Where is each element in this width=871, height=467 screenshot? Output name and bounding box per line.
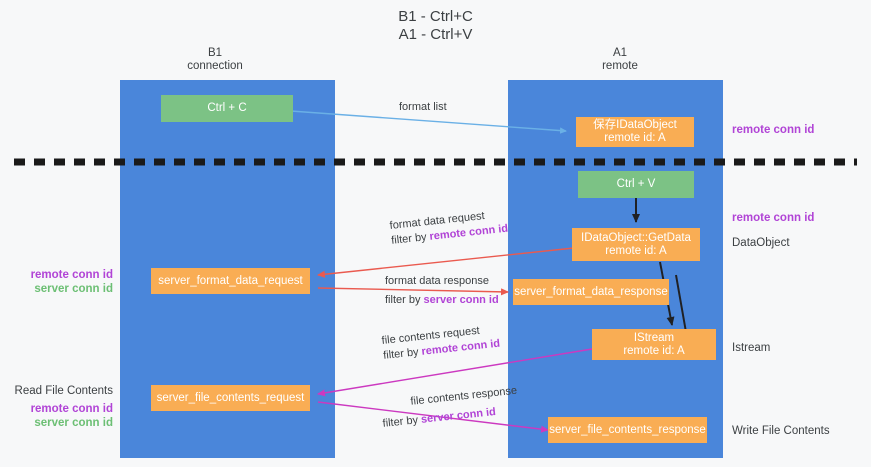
box-ctrl-c[interactable]: Ctrl + C	[161, 95, 293, 122]
right-label-write-file-contents: Write File Contents	[732, 425, 830, 437]
arrow-label-file-contents-response-filter: filter by server conn id	[382, 406, 497, 430]
arrow-label-format-list: format list	[399, 101, 447, 113]
arrow-label-file-contents-request: file contents request filter by remote c…	[381, 322, 501, 364]
title-line-1: B1 - Ctrl+C	[398, 8, 473, 25]
left-label-conn-ids-top: remote conn id server conn id	[0, 268, 113, 296]
box-server-file-contents-request[interactable]: server_file_contents_request	[151, 385, 310, 411]
box-idataobject-getdata[interactable]: IDataObject::GetData remote id: A	[572, 228, 700, 261]
column-header-b1-name: B1	[207, 47, 223, 59]
page-title: B1 - Ctrl+C A1 - Ctrl+V	[0, 8, 871, 44]
box-server-format-data-request[interactable]: server_format_data_request	[151, 268, 310, 294]
left-label-server-conn-id-1: server conn id	[34, 283, 113, 295]
box-istream[interactable]: IStream remote id: A	[592, 329, 716, 360]
column-header-b1-role: connection	[187, 60, 243, 72]
arrow-label-file-contents-response: file contents response filter by server …	[380, 384, 520, 432]
box-save-idataobject[interactable]: 保存IDataObject remote id: A	[576, 117, 694, 147]
box-ctrl-v[interactable]: Ctrl + V	[578, 171, 694, 198]
right-label-dataobject: DataObject	[732, 237, 790, 249]
box-server-format-data-response[interactable]: server_format_data_response	[513, 279, 669, 305]
column-header-a1-name: A1	[612, 47, 628, 59]
left-label-remote-conn-id-1: remote conn id	[30, 269, 113, 281]
right-label-remote-conn-id-top: remote conn id	[732, 124, 815, 136]
left-label-remote-conn-id-2: remote conn id	[30, 403, 113, 415]
right-label-remote-conn-id-mid: remote conn id	[732, 212, 815, 224]
arrow-label-format-data-response: format data response filter by server co…	[385, 274, 499, 308]
column-header-b1: B1 connection	[155, 47, 275, 73]
left-label-conn-ids-bottom: remote conn id server conn id	[0, 402, 113, 430]
arrow-label-format-data-response-text: format data response	[385, 275, 489, 287]
arrow-label-format-data-response-filter: filter by server conn id	[385, 294, 499, 306]
box-server-file-contents-response[interactable]: server_file_contents_response	[548, 417, 707, 443]
column-header-a1: A1 remote	[560, 47, 680, 73]
arrow-label-format-data-request: format data request filter by remote con…	[389, 207, 509, 249]
column-header-a1-role: remote	[602, 60, 638, 72]
title-line-2: A1 - Ctrl+V	[398, 26, 473, 43]
left-label-server-conn-id-2: server conn id	[34, 417, 113, 429]
left-label-read-file-contents: Read File Contents	[14, 385, 113, 397]
right-label-istream: Istream	[732, 342, 771, 354]
